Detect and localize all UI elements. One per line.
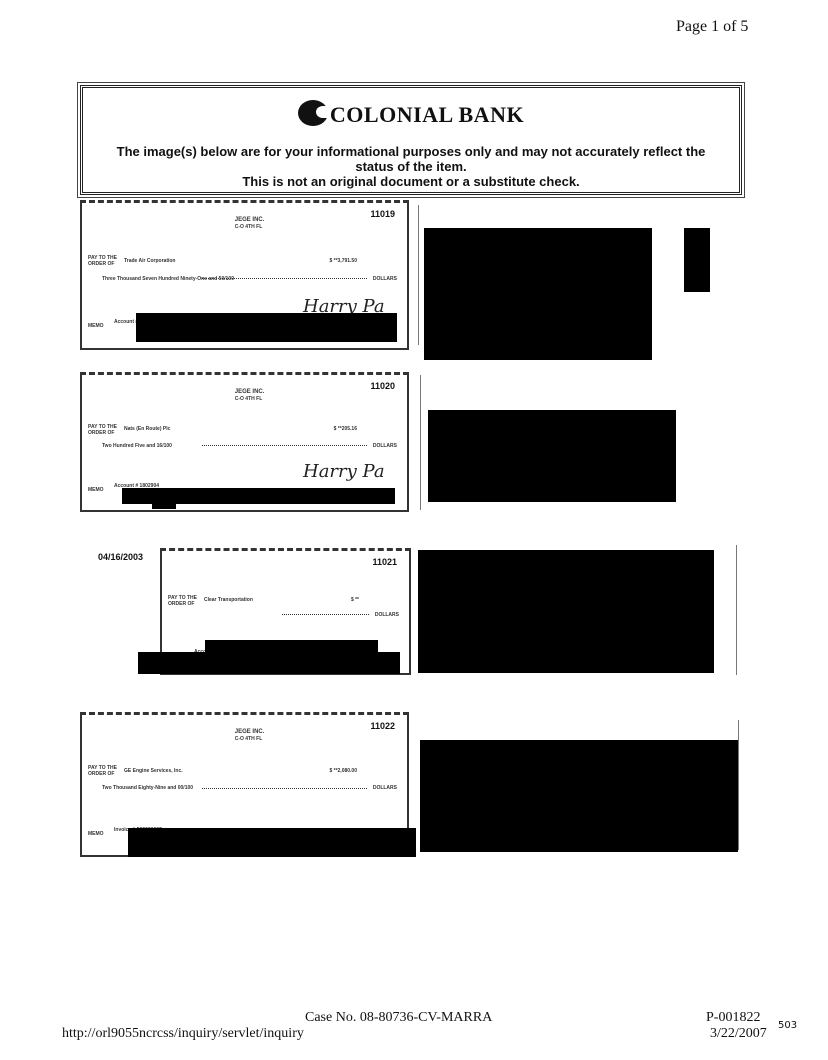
pay-to-label: PAY TO THE ORDER OF xyxy=(88,765,117,778)
memo-text: Account # 1802904 xyxy=(114,483,160,489)
memo-label: MEMO xyxy=(88,323,104,330)
memo-label: MEMO xyxy=(88,831,104,838)
page-number: Page 1 of 5 xyxy=(676,18,749,35)
redaction-box xyxy=(136,313,397,342)
amount-words: Two Hundred Five and 16/100 xyxy=(102,442,172,449)
dollars-label: DOLLARS xyxy=(372,442,397,449)
redaction-back-4 xyxy=(420,740,738,852)
dollars-label: DOLLARS xyxy=(372,785,397,791)
payee: GE Engine Services, Inc. xyxy=(124,768,183,775)
redaction-box xyxy=(122,488,395,504)
amount-line xyxy=(202,445,367,447)
print-date: 3/22/2007 xyxy=(710,1026,767,1041)
signature: Harry Pa xyxy=(303,461,385,483)
divider xyxy=(418,205,419,345)
drawer-name: JEGE INC. xyxy=(234,729,265,735)
dollars-label: DOLLARS xyxy=(372,275,397,282)
check-number: 11022 xyxy=(370,721,395,731)
disclaimer-line-3: This is not an original document or a su… xyxy=(242,174,580,189)
check-number: 11021 xyxy=(372,557,397,567)
signature: Harry Pa xyxy=(303,295,385,317)
redaction-endorsement-1 xyxy=(684,228,710,292)
bates-number: P-001822 xyxy=(706,1010,761,1025)
bank-header-box: COLONIAL BANK The image(s) below are for… xyxy=(77,82,745,198)
drawer-name: JEGE INC. xyxy=(234,389,265,395)
divider xyxy=(420,375,421,510)
bank-logo: COLONIAL BANK xyxy=(83,100,739,128)
payee: Clear Transportation xyxy=(204,597,253,604)
bank-logo-icon xyxy=(297,100,330,126)
amount-words: Three Thousand Seven Hundred Ninety-One … xyxy=(102,275,234,282)
memo-label: MEMO xyxy=(88,487,104,494)
redaction-box xyxy=(128,828,416,857)
redaction-box xyxy=(152,503,176,509)
check-number: 11019 xyxy=(370,209,395,219)
pay-to-label: PAY TO THE ORDER OF xyxy=(88,423,117,436)
dollars-label: DOLLARS xyxy=(374,612,399,618)
redaction-back-2 xyxy=(428,410,676,502)
divider xyxy=(736,545,737,675)
bank-name: COLONIAL BANK xyxy=(329,102,525,127)
redaction-back-1 xyxy=(424,228,652,360)
pay-to-label: PAY TO THE ORDER OF xyxy=(88,255,117,268)
source-url: http://orl9055ncrcss/inquiry/servlet/inq… xyxy=(62,1026,304,1041)
amount: $ **205.16 xyxy=(333,426,357,433)
drawer-name: JEGE INC. xyxy=(234,217,265,223)
amount: $ **3,791.50 xyxy=(329,258,357,265)
amount: $ **2,080.00 xyxy=(329,768,357,775)
amount-line xyxy=(282,614,369,616)
page-stamp: 503 xyxy=(778,1020,798,1031)
drawer-address: C-O 4TH FL xyxy=(234,224,263,230)
redaction-box xyxy=(205,640,378,654)
amount: $ ** xyxy=(350,597,359,604)
drawer-address: C-O 4TH FL xyxy=(234,736,263,742)
amount-line xyxy=(202,787,367,789)
check-number: 11020 xyxy=(370,381,395,391)
redaction-back-3 xyxy=(418,550,714,673)
payee: Nats (En Route) Plc xyxy=(124,426,171,433)
memo-text: Account # 0826 xyxy=(114,319,151,325)
disclaimer-line-2: status of the item. xyxy=(355,159,467,174)
disclaimer-line-1: The image(s) below are for your informat… xyxy=(116,144,706,159)
redaction-box xyxy=(138,652,400,674)
case-number: Case No. 08-80736-CV-MARRA xyxy=(305,1010,493,1025)
amount-line xyxy=(202,278,367,280)
payee: Trade Air Corporation xyxy=(124,258,176,265)
drawer-address: C-O 4TH FL xyxy=(234,396,263,402)
divider xyxy=(738,720,739,850)
pay-to-label: PAY TO THE ORDER OF xyxy=(168,594,197,607)
amount-words: Two Thousand Eighty-Nine and 00/100 xyxy=(102,785,194,791)
substitute-check-date: 04/16/2003 xyxy=(98,552,144,562)
